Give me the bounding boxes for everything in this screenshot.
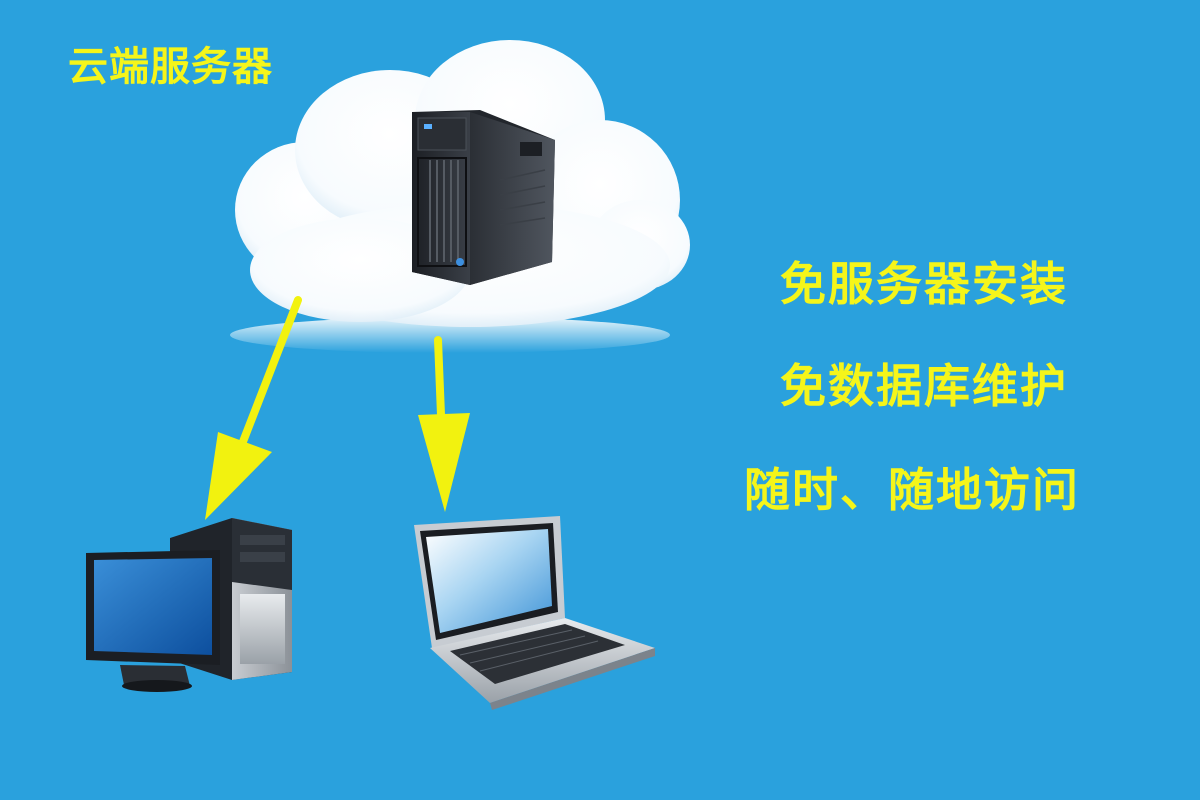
arrow-to-desktop	[205, 296, 302, 520]
feature-no-server-install: 免服务器安装	[780, 257, 1068, 311]
desktop-computer-icon	[86, 518, 292, 692]
laptop-icon	[414, 516, 655, 710]
arrow-to-laptop	[418, 336, 470, 512]
feature-no-db-maintenance: 免数据库维护	[780, 359, 1068, 413]
feature-access-anytime-anywhere: 随时、随地访问	[744, 463, 1080, 517]
tower-server-icon	[412, 110, 555, 285]
cloud-server-label: 云端服务器	[68, 44, 273, 90]
